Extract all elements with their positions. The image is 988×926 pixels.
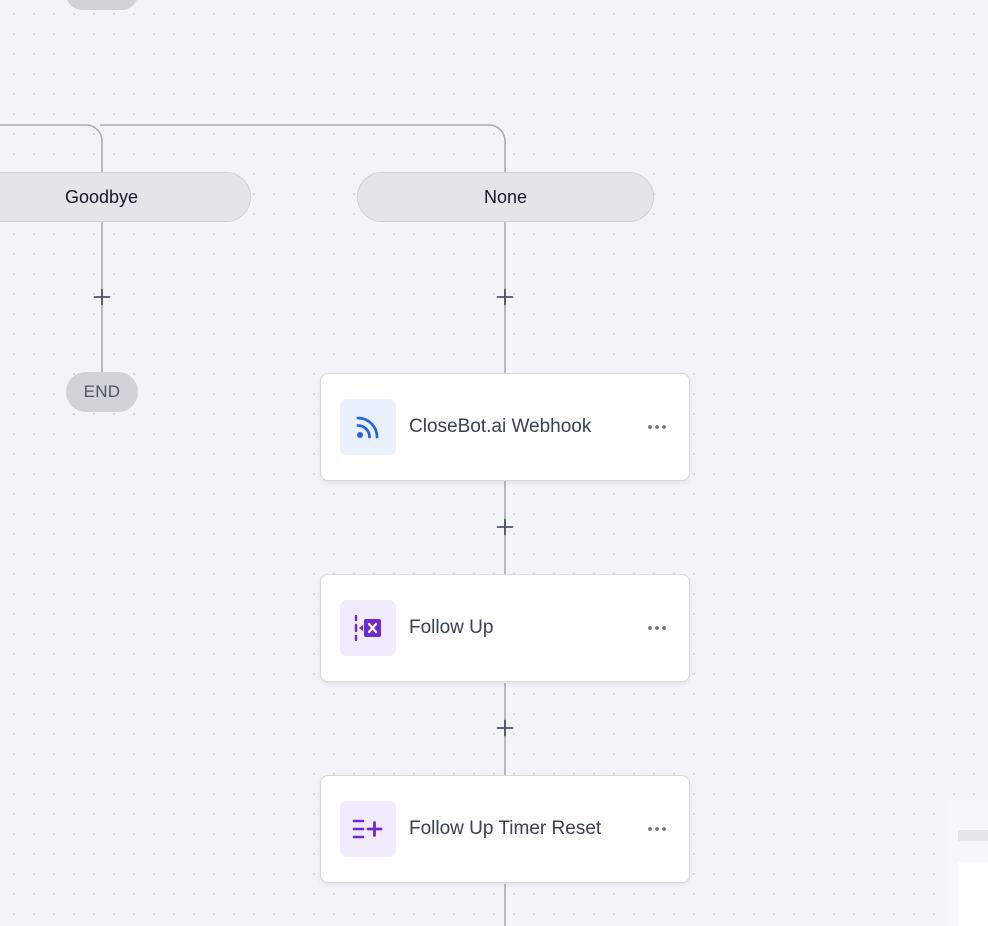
node-follow-up-timer-reset[interactable]: Follow Up Timer Reset — [320, 775, 690, 883]
more-options-button[interactable] — [643, 618, 671, 638]
webhook-rss-icon — [356, 416, 379, 439]
branch-none-label: None — [483, 186, 528, 207]
node-icon-box — [340, 801, 396, 857]
add-step-button-none-3[interactable] — [493, 716, 517, 740]
plus-icon — [496, 518, 514, 536]
more-options-button[interactable] — [643, 819, 671, 839]
end-label: END — [83, 382, 121, 401]
previous-node-pill[interactable] — [66, 0, 138, 10]
node-icon-box — [340, 600, 396, 656]
plus-icon — [93, 288, 111, 306]
node-closebot-webhook[interactable]: CloseBot.ai Webhook — [320, 373, 690, 481]
side-panel-content — [958, 862, 988, 926]
add-step-button-goodbye[interactable] — [90, 285, 114, 309]
add-step-button-none-2[interactable] — [493, 515, 517, 539]
branch-none[interactable]: None — [357, 172, 654, 222]
list-add-icon — [352, 819, 383, 839]
end-node[interactable]: END — [66, 372, 138, 412]
branch-goodbye-label: Goodbye — [64, 186, 139, 207]
follow-up-icon — [354, 614, 381, 642]
add-step-button-none-1[interactable] — [493, 285, 517, 309]
node-label: Follow Up — [409, 617, 494, 638]
branch-goodbye[interactable]: Goodbye — [0, 172, 251, 222]
more-horizontal-icon — [648, 425, 666, 429]
more-options-button[interactable] — [643, 417, 671, 437]
side-panel-edge — [948, 800, 988, 926]
plus-icon — [496, 719, 514, 737]
plus-icon — [496, 288, 514, 306]
more-horizontal-icon — [648, 827, 666, 831]
side-panel-bar — [958, 830, 988, 841]
node-label: Follow Up Timer Reset — [409, 818, 602, 839]
node-label: CloseBot.ai Webhook — [409, 416, 592, 437]
more-horizontal-icon — [648, 626, 666, 630]
node-follow-up[interactable]: Follow Up — [320, 574, 690, 682]
node-icon-box — [340, 399, 396, 455]
